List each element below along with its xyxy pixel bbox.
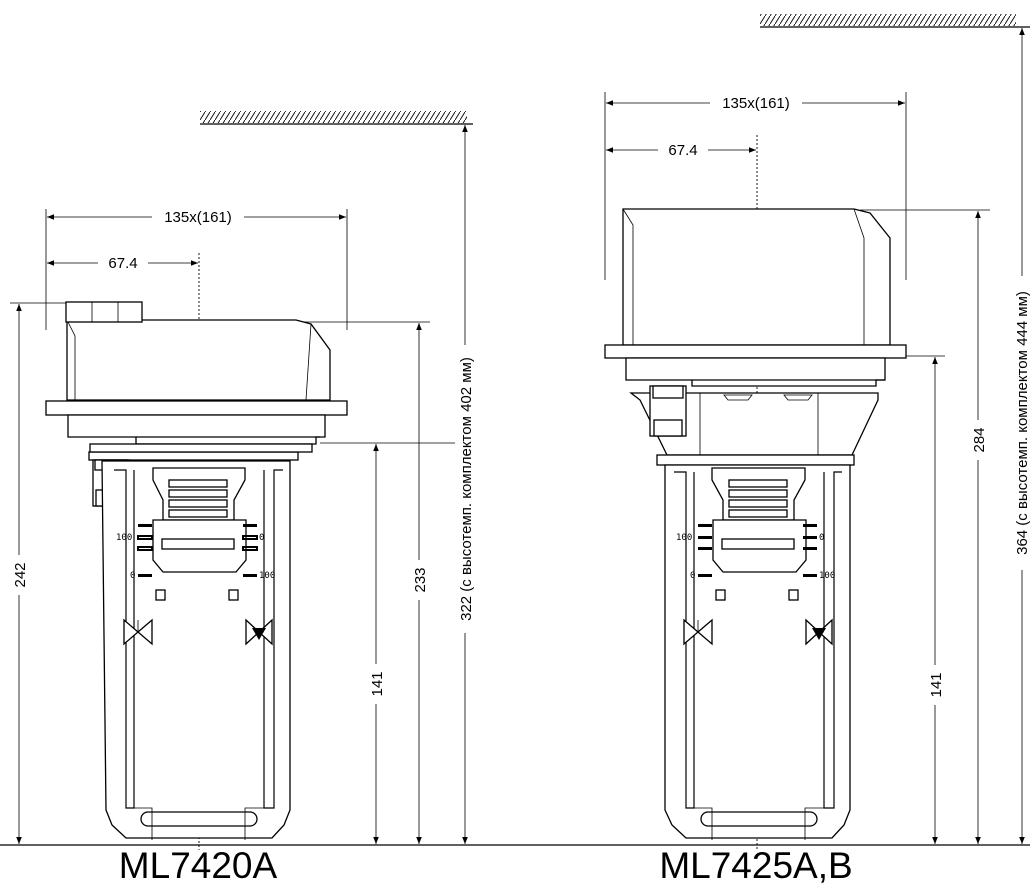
- left-actuator: 100 0 0 100 135x(161) 67.4 242 233 141 3…: [9, 111, 475, 884]
- right-housing-cover: [622, 208, 891, 346]
- left-scale-bottom-left: 0: [130, 571, 135, 581]
- right-clearance-label: 364 (с высотемп. комплектом 444 мм): [1014, 291, 1030, 555]
- left-model-label: ML7420A: [119, 845, 278, 884]
- right-housing-flange: [604, 344, 907, 359]
- right-model-label: ML7425A,B: [659, 845, 852, 884]
- left-scale-bottom-right: 100: [259, 571, 275, 581]
- left-housing-flange: [45, 400, 348, 416]
- left-total-height-label: 242: [12, 562, 29, 587]
- right-scale-bottom-right: 100: [819, 571, 835, 581]
- left-terminal-block: [65, 301, 143, 323]
- left-scale-top-left: 100: [116, 533, 132, 543]
- left-width-label: 135x(161): [164, 209, 232, 226]
- left-half-width-label: 67.4: [108, 255, 137, 272]
- right-scale-top-right: 0: [819, 533, 824, 543]
- left-clearance-label: 322 (с высотемп. комплектом 402 мм): [458, 357, 475, 621]
- left-housing-height-label: 233: [412, 567, 429, 592]
- right-scale-bottom-left: 0: [690, 571, 695, 581]
- right-width-label: 135x(161): [722, 95, 790, 112]
- right-half-width-label: 67.4: [668, 142, 697, 159]
- right-ceiling-hatch: [760, 14, 1016, 26]
- right-actuator: 100 0 0 100 135x(161) 67.4 284 141 364 (…: [604, 14, 1030, 884]
- left-ceiling-hatch: [200, 111, 467, 123]
- right-housing-height-label: 284: [971, 427, 988, 452]
- left-yoke-height-label: 141: [369, 671, 386, 696]
- left-scale-top-right: 0: [259, 533, 264, 543]
- right-yoke-height-label: 141: [928, 672, 945, 697]
- right-scale-top-left: 100: [676, 533, 692, 543]
